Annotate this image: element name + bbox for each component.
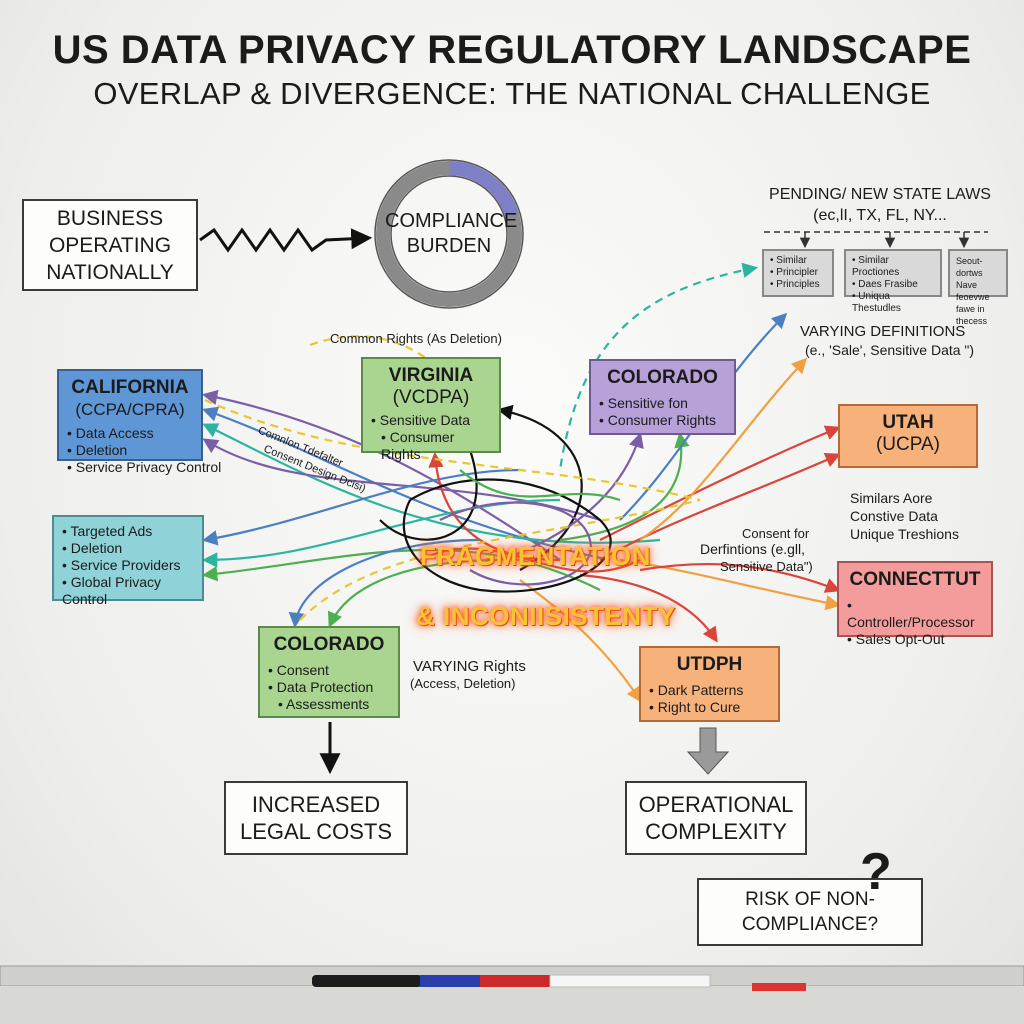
common-rights-label: Common Rights (As Deletion)	[330, 331, 502, 346]
red-marker	[480, 975, 550, 987]
varying-rights-eg: (Access, Deletion)	[410, 676, 516, 691]
increased-legal-costs-box: INCREASED LEGAL COSTS	[224, 781, 408, 855]
california-box: CALIFORNIA (CCPA/CPRA) Data Access Delet…	[57, 369, 221, 475]
diagram-title: US DATA PRIVACY REGULATORY LANDSCAPE	[52, 28, 972, 72]
teal-box: Targeted Ads Deletion Service Providers …	[52, 515, 204, 607]
varying-rights-label: VARYING Rights	[413, 658, 526, 675]
burden-ring-accent	[448, 161, 519, 218]
diagram-subtitle: OVERLAP & DIVERGENCE: THE NATIONAL CHALL…	[93, 76, 931, 111]
definitions-eg-label: Derfintions (e.gll,	[700, 541, 806, 557]
varying-definitions-eg: (e., 'Sale', Sensitive Data ")	[805, 342, 975, 358]
varying-definitions-label: VARYING DEFINITIONS	[800, 323, 966, 340]
blue-marker-cap	[420, 975, 480, 987]
california-name: CALIFORNIA	[71, 377, 189, 398]
virginia-law: (VCDPA)	[392, 387, 470, 408]
compliance-burden-label: COMPLIANCE BURDEN	[385, 210, 518, 257]
pending-box-1: SimilarPrinciplerPrinciples	[762, 249, 834, 297]
virginia-name: VIRGINIA	[388, 365, 474, 386]
pending-box-3: Seout-dortws Nave feoevwe fawe in theces…	[948, 249, 1008, 326]
business-text: BUSINESS OPERATING NATIONALLY	[46, 206, 174, 284]
colorado-top-box: COLORADO Sensitive fon Consumer Rights	[589, 359, 736, 435]
white-marker	[549, 974, 711, 988]
question-mark-icon: ?	[860, 843, 892, 901]
utah-name: UTAH	[882, 412, 934, 433]
utah-law: (UCPA)	[875, 434, 941, 455]
pending-box-2: Similar ProctionesDaes FrasibeUniqua The…	[844, 249, 942, 314]
utdph-name: UTDPH	[676, 654, 743, 675]
arrow-to-operational	[686, 727, 730, 775]
squiggle-arrow	[199, 227, 373, 253]
black-marker	[312, 975, 422, 987]
california-law: (CCPA/CPRA)	[75, 400, 185, 419]
connecticut-name: CONNECTTUT	[849, 569, 981, 590]
pending-title: PENDING/ NEW STATE LAWS	[769, 186, 991, 203]
colorado-top-name: COLORADO	[607, 367, 718, 388]
colorado-bottom-box: COLORADO Consent Data Protection Assessm…	[258, 626, 400, 718]
connecticut-box: CONNECTTUT Controller/Processor Sales Op…	[837, 561, 993, 647]
virginia-box: VIRGINIA (VCDPA) Sensitive Data Consumer…	[361, 357, 501, 462]
utah-items: Similars Aore Constive Data Unique Tresh…	[850, 490, 959, 542]
consent-for-label: Consent for	[742, 526, 810, 541]
colorado-bottom-name: COLORADO	[273, 634, 385, 655]
business-box: BUSINESS OPERATING NATIONALLY	[22, 199, 198, 291]
fragmentation-text: FRAGMENTATION	[420, 541, 651, 571]
operational-complexity-box: OPERATIONAL COMPLEXITY	[625, 781, 807, 855]
sensitive-data-label: Sensitive Data")	[720, 559, 813, 574]
utdph-box: UTDPH Dark Patterns Right to Cure	[639, 646, 780, 722]
risk-box: RISK OF NON-COMPLIANCE?	[697, 878, 923, 946]
pending-examples: (ec,lI, TX, FL, NY...	[813, 207, 947, 224]
red-cap	[752, 983, 806, 991]
inconsistency-text: & INCONIISISTENTY	[416, 601, 676, 631]
utah-box: UTAH (UCPA)	[838, 404, 978, 468]
